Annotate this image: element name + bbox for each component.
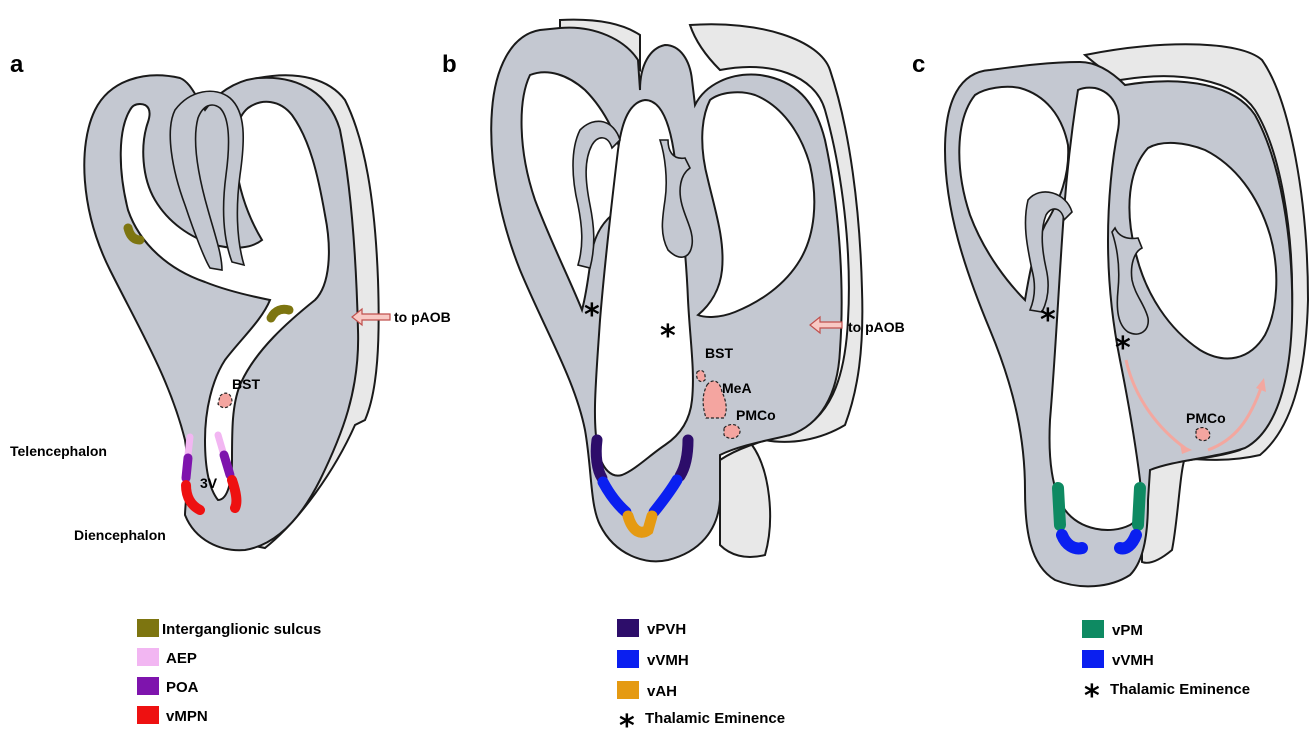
panel-c-vpm-left xyxy=(1058,488,1060,525)
legend-b-star-icon: * xyxy=(619,709,635,730)
panel-a-aep-right xyxy=(218,435,223,452)
panel-b-label-to-paob: to pAOB xyxy=(848,319,905,335)
panel-a-label-3v: 3V xyxy=(200,475,218,491)
panel-b-thalamic-eminence-star-left: * xyxy=(584,298,600,333)
panel-a-poa-left xyxy=(186,458,188,478)
legend-a-swatch-aep xyxy=(137,648,159,666)
legend-c-star-icon: * xyxy=(1084,679,1100,714)
panel-b-thalamic-eminence-star-right: * xyxy=(660,319,676,354)
legend-b-label-vpvh: vPVH xyxy=(647,621,686,638)
legend-b-label-vvmh: vVMH xyxy=(647,652,689,669)
legend-c-swatch-vvmh xyxy=(1082,650,1104,668)
legend-a-swatch-poa xyxy=(137,677,159,695)
panel-a-label-to-paob: to pAOB xyxy=(394,309,451,325)
legend-b-swatch-vah xyxy=(617,681,639,699)
legend-a-label-interganglionic-sulcus: Interganglionic sulcus xyxy=(162,621,321,638)
panel-a: a BST to pAOB Telencephalon 3V Diencepha… xyxy=(10,51,451,550)
panel-a-vmpn-right xyxy=(232,480,236,508)
panel-a-bst-nucleus xyxy=(218,393,232,408)
legend-c-swatch-vpm xyxy=(1082,620,1104,638)
legend-c: vPM vVMH * Thalamic Eminence xyxy=(1082,620,1250,714)
panel-b-pmco-nucleus xyxy=(724,425,740,439)
legend-a-label-aep: AEP xyxy=(166,650,197,667)
legend-a-label-vmpn: vMPN xyxy=(166,708,208,725)
panel-a-aep-left xyxy=(188,437,190,455)
panel-c-vpm-right xyxy=(1138,488,1140,525)
legend-b-label-thalamic-eminence: Thalamic Eminence xyxy=(645,710,785,727)
panel-letter-b: b xyxy=(442,51,457,78)
panel-a-poa-right xyxy=(224,455,230,475)
legend-b-label-vah: vAH xyxy=(647,683,677,700)
panel-c-label-pmco: PMCo xyxy=(1186,410,1226,426)
panel-letter-a: a xyxy=(10,51,24,78)
panel-c-thalamic-eminence-star-left: * xyxy=(1040,303,1056,338)
panel-letter-c: c xyxy=(912,51,925,78)
legend-c-label-thalamic-eminence: Thalamic Eminence xyxy=(1110,681,1250,698)
panel-b: b * * BST MeA PMCo to pAOB xyxy=(442,20,905,562)
panel-a-label-diencephalon: Diencephalon xyxy=(74,527,166,543)
panel-b-label-mea: MeA xyxy=(722,380,752,396)
legend-c-label-vvmh: vVMH xyxy=(1112,652,1154,669)
panel-c-thalamic-eminence-star-right: * xyxy=(1115,331,1131,366)
panel-b-label-bst: BST xyxy=(705,345,733,361)
legend-a-label-poa: POA xyxy=(166,679,199,696)
panel-a-label-bst: BST xyxy=(232,376,260,392)
panel-c-pmco-nucleus xyxy=(1196,428,1210,441)
legend-b-swatch-vvmh xyxy=(617,650,639,668)
legend-b-swatch-vpvh xyxy=(617,619,639,637)
panel-b-label-pmco: PMCo xyxy=(736,407,776,423)
legend-a-swatch-vmpn xyxy=(137,706,159,724)
legend-c-label-vpm: vPM xyxy=(1112,622,1143,639)
panel-c: c * * PMCo xyxy=(912,44,1308,586)
legend-a: Interganglionic sulcus AEP POA vMPN xyxy=(137,619,321,725)
legend-a-swatch-interganglionic-sulcus xyxy=(137,619,159,637)
legend-b: vPVH vVMH vAH * Thalamic Eminence xyxy=(617,619,785,730)
panel-a-label-telencephalon: Telencephalon xyxy=(10,443,107,459)
panel-b-vpvh-left xyxy=(596,440,602,478)
